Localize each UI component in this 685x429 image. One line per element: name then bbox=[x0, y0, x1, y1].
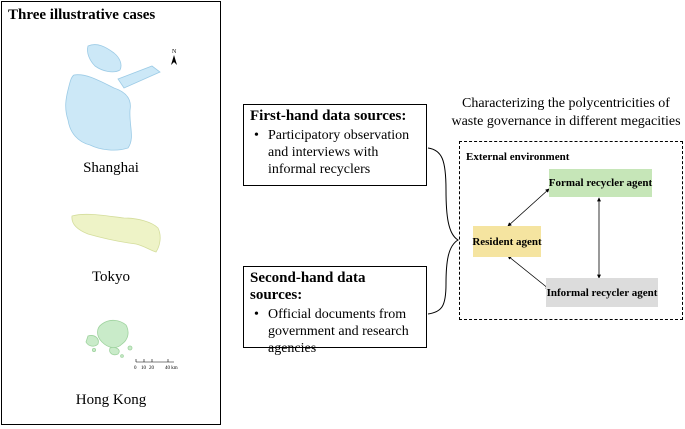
resident-agent: Resident agent bbox=[472, 226, 542, 257]
external-environment-box: External environment bbox=[459, 141, 683, 320]
scale-tick-1: 10 bbox=[141, 366, 147, 371]
first-hand-heading: First-hand data sources: bbox=[250, 108, 407, 124]
shanghai-map bbox=[65, 44, 161, 151]
city-label-hongkong: Hong Kong bbox=[75, 392, 147, 408]
first-hand-sources-box: First-hand data sources: Participatory o… bbox=[243, 104, 427, 186]
scale-tick-2: 20 bbox=[149, 366, 155, 371]
diagram-title: Characterizing the polycentricities of w… bbox=[451, 96, 681, 129]
cases-panel: Three illustrative cases N bbox=[1, 1, 221, 425]
arrow-resident-formal bbox=[507, 188, 550, 227]
list-item: Official documents from government and r… bbox=[254, 306, 420, 357]
hongkong-map bbox=[85, 319, 133, 358]
formal-recycler-agent: Formal recycler agent bbox=[549, 169, 652, 197]
informal-recycler-agent: Informal recycler agent bbox=[546, 278, 658, 307]
list-item: Participatory observation and interviews… bbox=[254, 127, 420, 178]
scale-tick-3: 40 km bbox=[165, 366, 178, 371]
second-hand-heading: Second-hand data sources: bbox=[250, 270, 366, 303]
arrow-resident-informal bbox=[507, 255, 550, 290]
bracket-connector bbox=[427, 147, 459, 315]
first-hand-list: Participatory observation and interviews… bbox=[250, 127, 420, 178]
second-hand-sources-box: Second-hand data sources: Official docum… bbox=[243, 266, 427, 356]
second-hand-list: Official documents from government and r… bbox=[250, 306, 420, 357]
svg-text:N: N bbox=[172, 49, 177, 55]
environment-label: External environment bbox=[466, 151, 570, 163]
scale-tick-0: 0 bbox=[134, 366, 137, 371]
cases-title: Three illustrative cases bbox=[8, 7, 156, 23]
maps-figure: N 0 10 20 40 km bbox=[65, 44, 178, 371]
scale-bar bbox=[135, 359, 174, 363]
city-label-shanghai: Shanghai bbox=[83, 160, 139, 176]
city-label-tokyo: Tokyo bbox=[91, 269, 131, 285]
north-arrow-icon: N bbox=[171, 49, 177, 65]
tokyo-map bbox=[71, 213, 161, 253]
